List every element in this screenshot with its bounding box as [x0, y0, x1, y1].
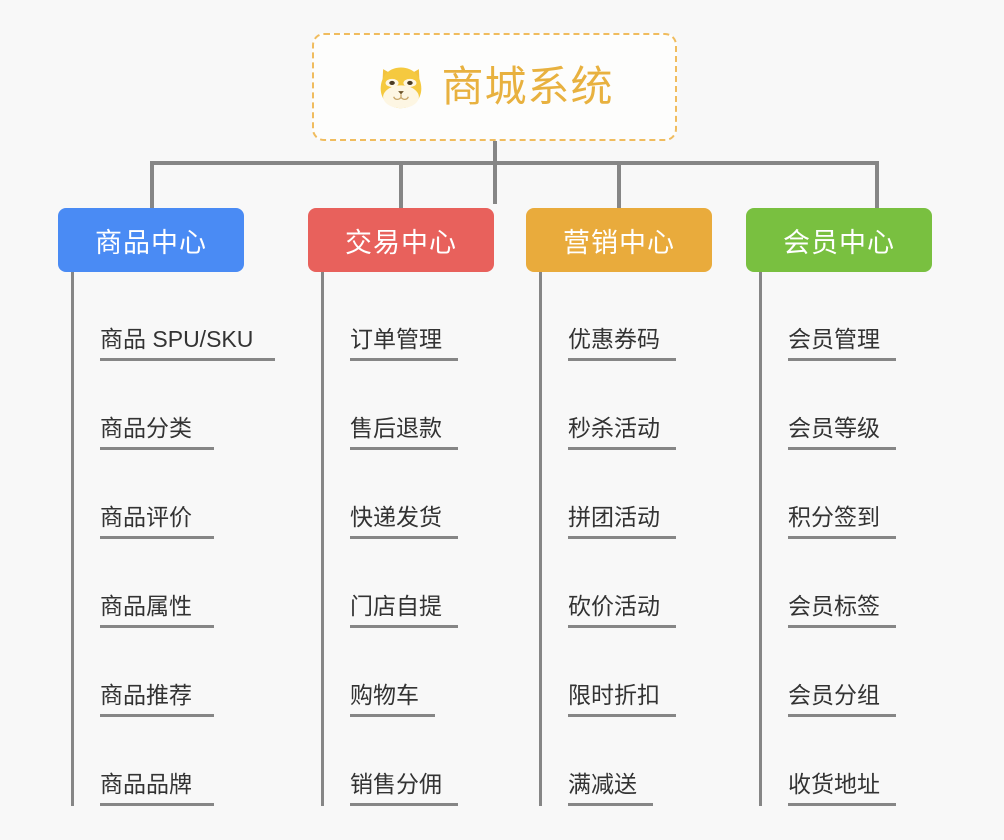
category-label: 营销中心 [563, 227, 675, 258]
category-header-marketing[interactable]: 营销中心 [526, 208, 712, 272]
child-label: 订单管理 [350, 326, 458, 361]
connector-horizontal-bus [150, 161, 879, 165]
category-label: 会员中心 [783, 227, 895, 258]
child-label: 会员管理 [788, 326, 896, 361]
connector-drop-4 [875, 161, 879, 208]
category-column-member: 会员中心 会员管理 会员等级 积分签到 会员标签 会员分组 收货地址 [746, 208, 932, 806]
list-item[interactable]: 优惠券码 [542, 272, 712, 361]
list-item[interactable]: 商品分类 [74, 361, 244, 450]
connector-drop-1 [150, 161, 154, 208]
list-item[interactable]: 商品品牌 [74, 717, 244, 806]
child-label: 销售分佣 [350, 771, 458, 806]
list-item[interactable]: 积分签到 [762, 450, 932, 539]
list-item[interactable]: 会员标签 [762, 539, 932, 628]
child-label: 限时折扣 [568, 682, 676, 717]
child-label: 商品评价 [100, 504, 214, 539]
child-list-product: 商品 SPU/SKU 商品分类 商品评价 商品属性 商品推荐 商品品牌 [71, 272, 276, 806]
category-column-product: 商品中心 商品 SPU/SKU 商品分类 商品评价 商品属性 商品推荐 商品品牌 [58, 208, 276, 806]
connector-drop-3 [617, 161, 621, 208]
list-item[interactable]: 收货地址 [762, 717, 932, 806]
child-label: 商品品牌 [100, 771, 214, 806]
child-label: 秒杀活动 [568, 415, 676, 450]
list-item[interactable]: 售后退款 [324, 361, 494, 450]
child-label: 会员标签 [788, 593, 896, 628]
list-item[interactable]: 秒杀活动 [542, 361, 712, 450]
child-label: 快递发货 [350, 504, 458, 539]
connector-drop-2 [399, 161, 403, 208]
list-item[interactable]: 销售分佣 [324, 717, 494, 806]
child-label: 售后退款 [350, 415, 458, 450]
list-item[interactable]: 购物车 [324, 628, 494, 717]
list-item[interactable]: 拼团活动 [542, 450, 712, 539]
child-label: 购物车 [350, 682, 435, 717]
child-label: 优惠券码 [568, 326, 676, 361]
child-label: 会员等级 [788, 415, 896, 450]
category-column-marketing: 营销中心 优惠券码 秒杀活动 拼团活动 砍价活动 限时折扣 满减送 [526, 208, 712, 806]
list-item[interactable]: 商品属性 [74, 539, 244, 628]
category-header-trade[interactable]: 交易中心 [308, 208, 494, 272]
list-item[interactable]: 快递发货 [324, 450, 494, 539]
child-list-member: 会员管理 会员等级 积分签到 会员标签 会员分组 收货地址 [759, 272, 932, 806]
root-node[interactable]: 商城系统 [312, 33, 677, 141]
list-item[interactable]: 订单管理 [324, 272, 494, 361]
connector-root-stem [493, 141, 497, 204]
child-list-trade: 订单管理 售后退款 快递发货 门店自提 购物车 销售分佣 [321, 272, 494, 806]
shiba-dog-icon [381, 67, 422, 109]
child-label: 商品分类 [100, 415, 214, 450]
list-item[interactable]: 门店自提 [324, 539, 494, 628]
root-node-label: 商城系统 [441, 63, 614, 110]
child-label: 商品 SPU/SKU [100, 326, 276, 361]
category-header-product[interactable]: 商品中心 [58, 208, 244, 272]
child-label: 收货地址 [788, 771, 896, 806]
list-item[interactable]: 会员管理 [762, 272, 932, 361]
category-header-member[interactable]: 会员中心 [746, 208, 932, 272]
list-item[interactable]: 满减送 [542, 717, 712, 806]
list-item[interactable]: 会员分组 [762, 628, 932, 717]
list-item[interactable]: 商品推荐 [74, 628, 244, 717]
child-label: 商品属性 [100, 593, 214, 628]
child-label: 积分签到 [788, 504, 896, 539]
category-column-trade: 交易中心 订单管理 售后退款 快递发货 门店自提 购物车 销售分佣 [308, 208, 494, 806]
child-label: 商品推荐 [100, 682, 214, 717]
list-item[interactable]: 砍价活动 [542, 539, 712, 628]
category-label: 商品中心 [95, 227, 207, 258]
category-label: 交易中心 [345, 227, 457, 258]
child-label: 满减送 [568, 771, 653, 806]
list-item[interactable]: 商品评价 [74, 450, 244, 539]
list-item[interactable]: 限时折扣 [542, 628, 712, 717]
list-item[interactable]: 商品 SPU/SKU [74, 272, 276, 361]
child-label: 门店自提 [350, 593, 458, 628]
child-label: 拼团活动 [568, 504, 676, 539]
child-label: 会员分组 [788, 682, 896, 717]
list-item[interactable]: 会员等级 [762, 361, 932, 450]
child-list-marketing: 优惠券码 秒杀活动 拼团活动 砍价活动 限时折扣 满减送 [539, 272, 712, 806]
child-label: 砍价活动 [568, 593, 676, 628]
